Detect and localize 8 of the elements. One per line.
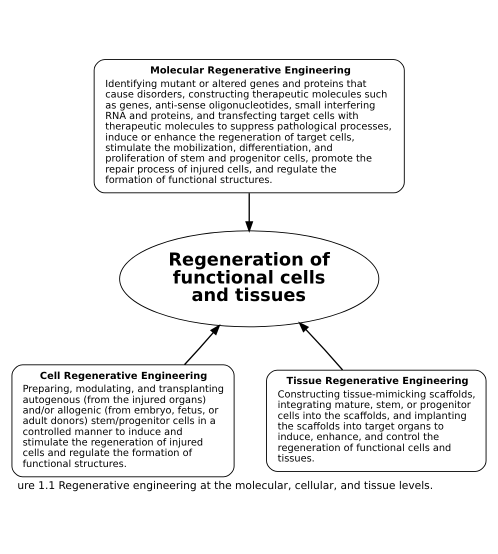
node-box: Tissue Regenerative Engineering Constructing tissue-mimicking scaffolds, integrating mature, stem, or progenitor cells into the scaffolds, and implanting the scaffolds into target organs to induce, enhance, and control the regeneration of functional cells and tissues.: [266, 369, 486, 472]
arrow: [298, 320, 344, 370]
caption: ure 1.1 Regenerative engineering at the molecular, cellular, and tissue levels.: [17, 478, 434, 492]
node-box: Cell Regenerative Engineering Preparing, modulating, and transplanting autogenous (from the injured organs) and/or allogenic (from embryo, fetus, or adult donors) stem/progenitor cells in a controlled manner to induce and stimulate the regeneration of injured cells and regulate the formation of functional structures.: [12, 364, 235, 477]
node-box: Molecular Regenerative Engineering Identifying mutant or altered genes and proteins that cause disorders, constructing therapeutic molecules such as genes, anti-sense oligonucleotides, small interfering RNA and proteins, and transfecting target cells with therapeutic molecules to suppress pathological processes, induce or enhance the regeneration of target cells, stimulate the mobilization, differentiation, and proliferation of stem and progenitor cells, promote the repair process of injured cells, and regulate the formation of functional structures.: [94, 58, 405, 193]
node-ellipse: Regeneration of functional cells and tissues: [119, 230, 380, 327]
arrow: [184, 324, 221, 365]
arrow: [245, 192, 254, 232]
